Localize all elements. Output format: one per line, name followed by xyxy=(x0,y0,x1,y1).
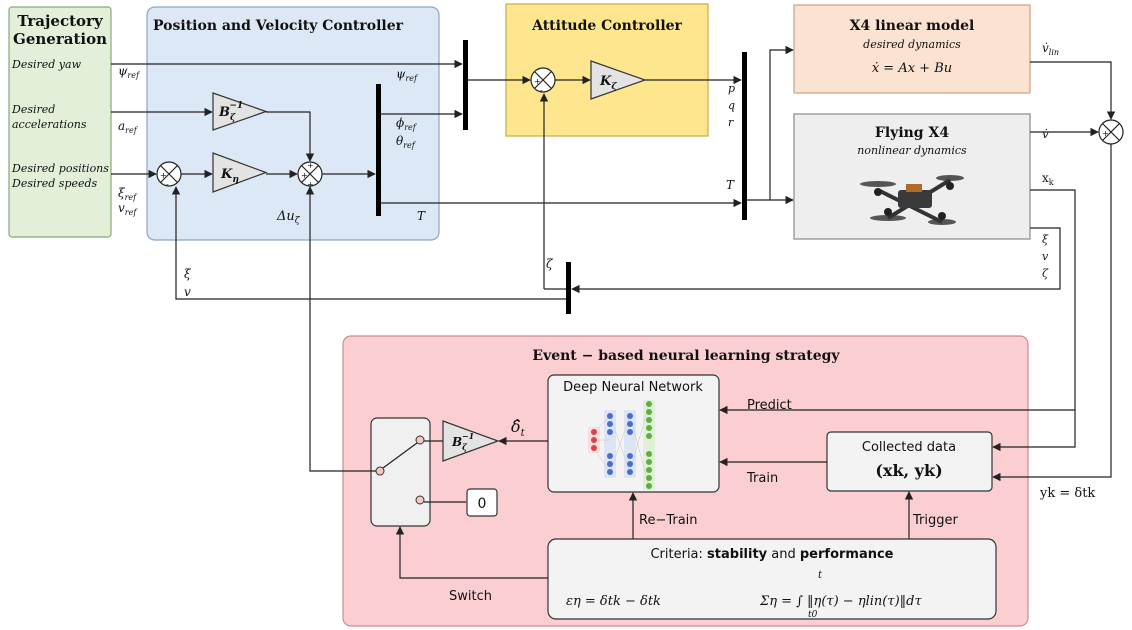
linear-model-equation: ẋ = Ax + Bu xyxy=(872,61,952,76)
zero-block xyxy=(466,488,498,517)
switch-contact-nn xyxy=(415,435,425,445)
zero-value: 0 xyxy=(478,496,487,512)
pv-thrust-label: T xyxy=(417,209,426,223)
pv-output-mux-bar xyxy=(376,84,381,216)
k-eta-label: Kη xyxy=(220,167,239,185)
out-xi-label: ξ xyxy=(1042,233,1049,246)
svg-text:-: - xyxy=(1108,139,1111,148)
dnn-label: Deep Neural Network xyxy=(563,380,703,395)
quadrotor-image xyxy=(860,175,964,225)
r-label: r xyxy=(728,116,734,129)
psi-ref-input-label: ψref xyxy=(118,64,141,80)
svg-text:+: + xyxy=(307,180,314,189)
linear-model-title: X4 linear model xyxy=(850,18,975,34)
delta-hat-label: δ̂t xyxy=(511,417,526,439)
xi-feedback-label: ξ xyxy=(184,267,192,281)
svg-text:+: + xyxy=(1102,129,1109,138)
b-gain-label: Bζ−1 xyxy=(218,101,243,123)
actuator-mux-bar xyxy=(742,52,747,220)
b-zeta-inverse-gain xyxy=(212,92,268,131)
theta-ref-label: θref xyxy=(396,134,417,150)
integral-lower-limit: t0 xyxy=(808,610,818,620)
psi-ref-label: ψref xyxy=(396,67,419,83)
feedback-mux-bar xyxy=(566,262,571,314)
out-zeta-label: ζ xyxy=(1042,267,1049,280)
switch-label: Switch xyxy=(449,589,492,604)
svg-text:-: - xyxy=(540,86,543,95)
desired-accelerations-label-1: Desired xyxy=(11,103,55,116)
svg-text:+: + xyxy=(534,77,541,86)
desired-yaw-label: Desired yaw xyxy=(11,58,82,71)
collected-data-label: Collected data xyxy=(862,440,956,455)
xk-label: xk xyxy=(1042,171,1054,187)
event-learning-block: Event − based neural learning strategy B… xyxy=(342,335,1029,627)
switch-common xyxy=(375,466,385,476)
vdot-lin-label: v̇lin xyxy=(1042,41,1059,57)
p-label: p xyxy=(728,82,735,95)
delta-u-label: Δuζ xyxy=(276,209,301,226)
sum1-minus: - xyxy=(166,180,169,189)
desired-positions-label: Desired positions xyxy=(11,162,109,175)
trigger-label: Trigger xyxy=(912,513,958,528)
attitude-controller-block: Attitude Controller + - Kζ xyxy=(505,3,709,137)
flying-x4-subtitle: nonlinear dynamics xyxy=(857,144,967,157)
retrain-label: Re−Train xyxy=(639,513,698,528)
yk-delta-label: yk = δtk xyxy=(1039,486,1095,501)
sum1-plus: + xyxy=(160,171,167,180)
k-zeta-gain xyxy=(590,60,647,100)
v-ref-input-label: vref xyxy=(118,201,138,217)
mux-thrust-label: T xyxy=(726,178,735,192)
switch-contact-zero xyxy=(415,495,425,505)
flying-x4-title: Flying X4 xyxy=(875,125,949,141)
event-title: Event − based neural learning strategy xyxy=(532,348,840,364)
event-b-gain-label: Bζ−1 xyxy=(451,431,474,452)
a-ref-input-label: aref xyxy=(118,119,139,135)
integral-upper-limit: t xyxy=(818,570,823,581)
xi-ref-input-label: ξref xyxy=(118,186,138,202)
svg-text:+: + xyxy=(301,171,308,180)
vdot-label: v̇ xyxy=(1042,127,1049,141)
signal-wires xyxy=(111,45,1116,579)
v-feedback-label: v xyxy=(184,285,191,299)
position-velocity-controller-block: Position and Velocity Controller Bζ−1 Kη… xyxy=(146,6,440,241)
trajectory-title-line1: Trajectory xyxy=(17,12,104,30)
desired-accelerations-label-2: accelerations xyxy=(12,118,87,131)
attitude-input-mux-bar xyxy=(463,40,468,130)
linear-model-subtitle: desired dynamics xyxy=(863,38,961,51)
neural-network-illustration xyxy=(588,400,655,490)
criteria-heading: Criteria: stability and performance xyxy=(650,547,893,562)
trajectory-title-line2: Generation xyxy=(13,30,107,48)
collected-data-value: (xk, yk) xyxy=(875,461,942,480)
q-label: q xyxy=(728,99,735,112)
pv-controller-title: Position and Velocity Controller xyxy=(153,18,404,34)
k-eta-gain xyxy=(212,152,268,193)
phi-ref-label: ϕref xyxy=(396,116,418,132)
zeta-feedback-label: ζ xyxy=(546,257,554,271)
desired-speeds-label: Desired speeds xyxy=(11,177,98,190)
attitude-controller-title: Attitude Controller xyxy=(531,18,682,34)
train-label: Train xyxy=(746,471,778,486)
trajectory-generation-block: Trajectory Generation Desired yaw Desire… xyxy=(8,6,112,238)
x4-linear-model-block: X4 linear model desired dynamics ẋ = Ax … xyxy=(793,4,1031,94)
predict-label: Predict xyxy=(747,398,792,413)
k-zeta-label: Kζ xyxy=(599,74,617,92)
flying-x4-block: Flying X4 nonlinear dynamics xyxy=(793,113,1031,240)
svg-text:+: + xyxy=(307,161,314,170)
epsilon-formula: εη = δtk − δtk xyxy=(566,594,661,609)
sigma-formula: Ση = ∫ ‖η(τ) − ηlin(τ)‖dτ xyxy=(759,594,922,609)
criteria-block xyxy=(547,538,997,620)
out-v-label: v xyxy=(1042,250,1049,263)
